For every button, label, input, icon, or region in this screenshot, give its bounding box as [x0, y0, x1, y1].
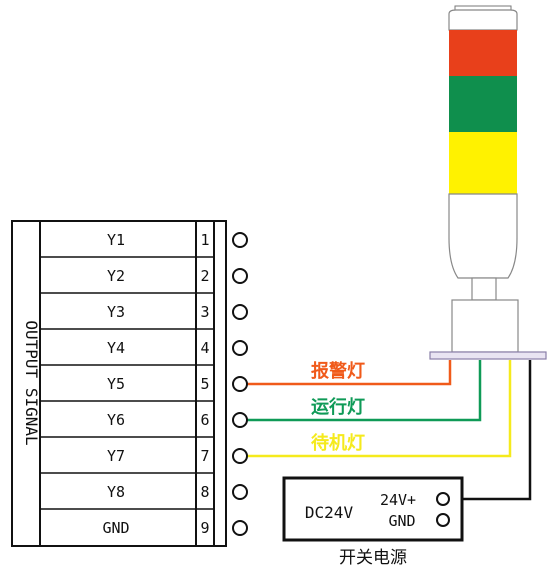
tower-light-lower-body [448, 193, 518, 279]
pin-number-9: 9 [200, 519, 209, 537]
wire-run [247, 360, 482, 422]
wire-label-run-light: 运行灯 [311, 396, 365, 418]
terminal-block-frame [11, 220, 227, 547]
tower-light-green-segment [449, 76, 517, 132]
pin-number-4: 4 [200, 339, 209, 357]
terminal-screw-6 [232, 412, 248, 428]
tower-light [429, 5, 547, 360]
power-supply-box [282, 476, 464, 542]
pin-number-7: 7 [200, 447, 209, 465]
power-supply-voltage: DC24V [305, 503, 354, 522]
wire-power [462, 360, 532, 501]
pin-number-1: 1 [200, 231, 209, 249]
signal-label-y7: Y7 [107, 447, 125, 465]
signal-label-y8: Y8 [107, 483, 125, 501]
signal-label-y6: Y6 [107, 411, 125, 429]
terminal-block: OUTPUT SIGNAL Y1 Y2 Y3 Y4 Y5 Y6 Y7 Y8 GN… [11, 220, 227, 547]
wires [247, 360, 532, 501]
terminal-screw-4 [232, 340, 248, 356]
terminal-screws [232, 232, 248, 536]
power-positive-terminal [436, 492, 450, 506]
signal-label-y2: Y2 [107, 267, 125, 285]
pin-number-3: 3 [200, 303, 209, 321]
terminal-screw-5 [232, 376, 248, 392]
signal-label-y1: Y1 [107, 231, 125, 249]
terminal-screw-7 [232, 448, 248, 464]
power-supply: DC24V 24V+ GND 开关电源 [282, 476, 464, 568]
terminal-screw-9 [232, 520, 248, 536]
power-supply-positive-label: 24V+ [380, 491, 416, 509]
power-gnd-terminal [436, 513, 450, 527]
terminal-screw-3 [232, 304, 248, 320]
wire-label-standby-light: 待机灯 [311, 432, 365, 454]
output-signal-label: OUTPUT SIGNAL [22, 320, 41, 445]
power-supply-caption: 开关电源 [339, 548, 407, 568]
wire-standby [247, 360, 512, 458]
pin-number-5: 5 [200, 375, 209, 393]
pin-number-6: 6 [200, 411, 209, 429]
signal-label-y4: Y4 [107, 339, 125, 357]
power-supply-gnd-label: GND [388, 512, 415, 530]
pin-number-2: 2 [200, 267, 209, 285]
wire-alarm [247, 360, 452, 386]
terminal-screw-1 [232, 232, 248, 248]
terminal-screw-2 [232, 268, 248, 284]
tower-light-top [448, 9, 518, 31]
signal-label-gnd: GND [102, 519, 129, 537]
tower-light-base [451, 299, 519, 353]
wire-label-alarm-light: 报警灯 [311, 360, 365, 382]
signal-label-y3: Y3 [107, 303, 125, 321]
tower-light-red-segment [449, 30, 517, 76]
terminal-screw-8 [232, 484, 248, 500]
pin-number-8: 8 [200, 483, 209, 501]
signal-label-y5: Y5 [107, 375, 125, 393]
tower-light-yellow-segment [449, 132, 517, 194]
tower-light-mounting-plate [429, 351, 547, 360]
tower-light-neck [471, 277, 497, 301]
